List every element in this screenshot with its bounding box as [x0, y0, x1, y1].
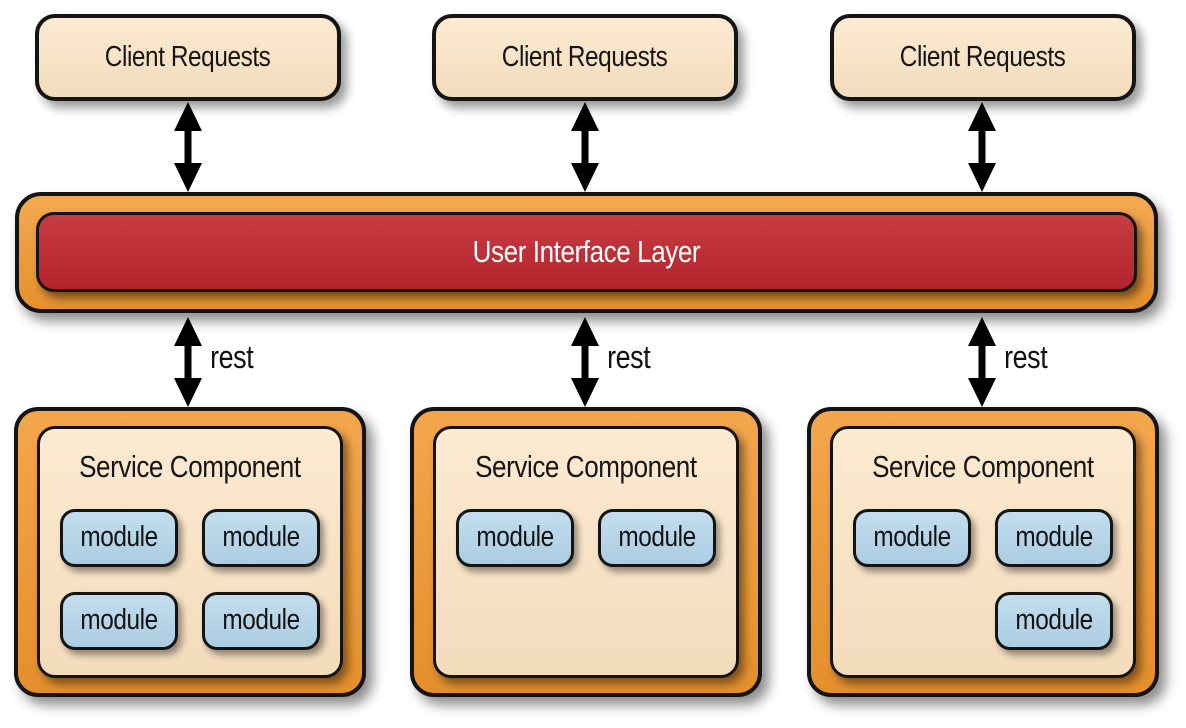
client-requests-box-3: Client Requests	[830, 14, 1136, 101]
user-interface-layer: User Interface Layer	[15, 192, 1158, 313]
service-component-inner-2: Service Component module module	[433, 426, 739, 678]
client-requests-label-2: Client Requests	[502, 41, 668, 73]
module-box: module	[995, 591, 1113, 650]
user-interface-layer-inner: User Interface Layer	[36, 212, 1137, 292]
module-grid-2: module module	[436, 508, 736, 567]
service-component-title-3: Service Component	[872, 449, 1094, 484]
module-grid-1: module module module module	[40, 508, 340, 650]
module-box: module	[60, 508, 178, 567]
module-box: module	[853, 508, 971, 567]
service-component-inner-1: Service Component module module module m…	[37, 426, 343, 678]
service-component-box-3: Service Component module module module	[807, 407, 1159, 697]
client-requests-box-2: Client Requests	[432, 14, 738, 101]
client-requests-label-1: Client Requests	[105, 41, 271, 73]
rest-label-1: rest	[210, 339, 254, 375]
client-requests-label-3: Client Requests	[900, 41, 1066, 73]
client-requests-box-1: Client Requests	[35, 14, 341, 101]
double-arrow-icon	[172, 317, 204, 407]
module-box: module	[202, 591, 320, 650]
double-arrow-icon	[172, 102, 204, 192]
rest-label-2: rest	[607, 339, 651, 375]
rest-label-3: rest	[1004, 339, 1048, 375]
module-box: module	[202, 508, 320, 567]
user-interface-layer-label: User Interface Layer	[472, 234, 701, 269]
service-component-box-1: Service Component module module module m…	[14, 407, 366, 697]
service-component-box-2: Service Component module module	[410, 407, 762, 697]
module-box: module	[456, 508, 574, 567]
service-component-title-1: Service Component	[79, 449, 301, 484]
module-grid-3: module module module	[833, 508, 1133, 650]
double-arrow-icon	[966, 102, 998, 192]
double-arrow-icon	[569, 317, 601, 407]
module-box: module	[995, 508, 1113, 567]
double-arrow-icon	[966, 317, 998, 407]
module-box: module	[60, 591, 178, 650]
double-arrow-icon	[569, 102, 601, 192]
module-box: module	[598, 508, 716, 567]
service-component-title-2: Service Component	[475, 449, 697, 484]
service-component-inner-3: Service Component module module module	[830, 426, 1136, 678]
